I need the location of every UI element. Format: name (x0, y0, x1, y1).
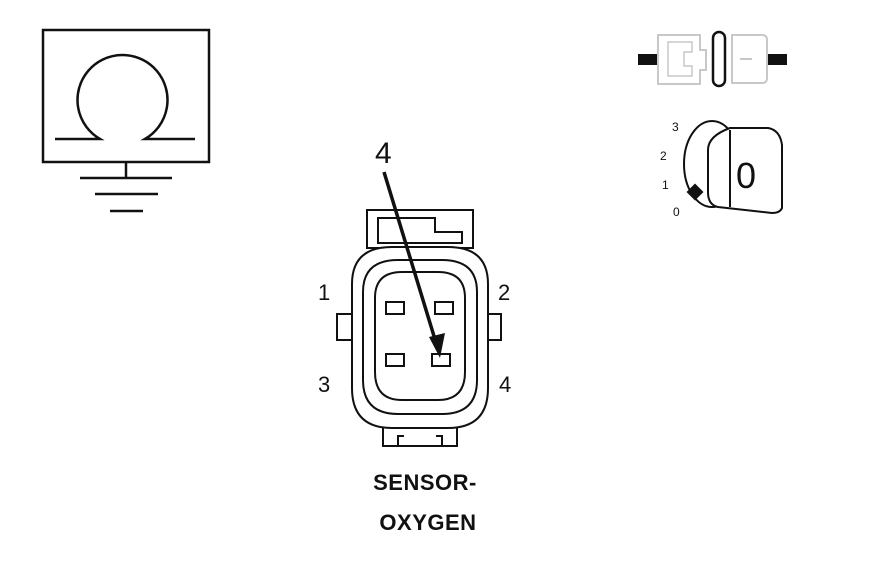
connector-face (336, 209, 502, 447)
pin-cavity-1 (385, 301, 405, 315)
pin-cavity-2 (434, 301, 454, 315)
pin-cavity-4 (431, 353, 451, 367)
callout-label: 4 (375, 137, 392, 170)
key-position-0: 0 (673, 205, 680, 219)
connector-cavity (374, 271, 466, 401)
pin-cavity-3 (385, 353, 405, 367)
connector-foot-left (382, 428, 404, 447)
caption-line-2: OXYGEN (379, 510, 476, 535)
pin-label-3: 3 (318, 372, 330, 397)
symbol-frame (41, 28, 211, 164)
connector-inner-wall (362, 259, 478, 415)
connector-latch (377, 217, 463, 244)
key-position-2: 2 (660, 149, 667, 163)
connector-shell (351, 246, 489, 429)
connector-foot-right (436, 428, 458, 447)
caption-line-1: SENSOR- (373, 470, 477, 495)
callout-arrow (382, 171, 445, 358)
connector-lock-tab (366, 209, 474, 249)
pin-label-1: 1 (318, 280, 330, 305)
key-position-1: 1 (662, 178, 669, 192)
pin-label-4: 4 (499, 372, 511, 397)
inline-connector-icon (638, 30, 787, 88)
ground-symbol (41, 28, 211, 213)
key-switch-icon (683, 120, 783, 215)
omega-icon (55, 53, 195, 141)
key-position-3: 3 (672, 120, 679, 134)
key-face-label: 0 (736, 155, 756, 196)
pin-label-2: 2 (498, 280, 510, 305)
